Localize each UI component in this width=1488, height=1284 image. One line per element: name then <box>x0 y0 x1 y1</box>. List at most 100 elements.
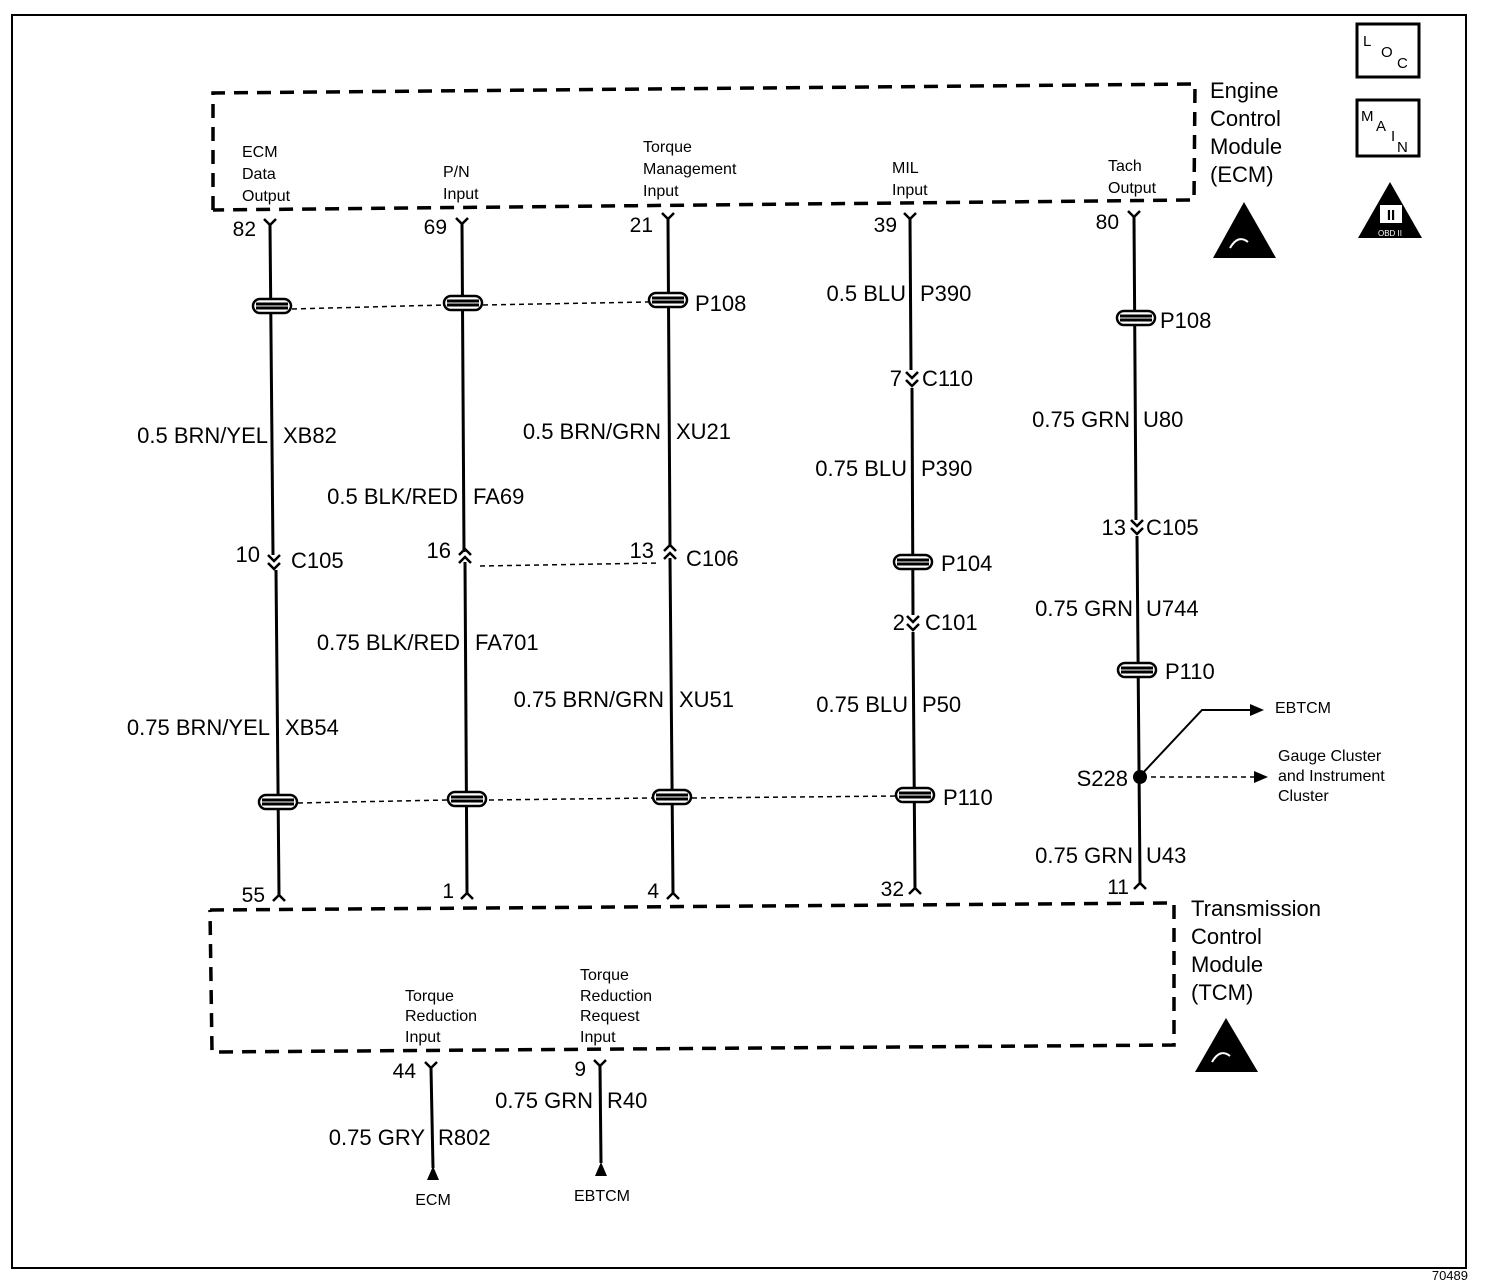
passthrough-labels: P108 P108 P104 P110 P110 <box>695 291 1215 810</box>
svg-text:Output: Output <box>1108 180 1157 197</box>
tcm-title-line: Transmission <box>1191 896 1321 921</box>
esd-warning-icon <box>1195 1018 1258 1072</box>
svg-text:Input: Input <box>580 1029 616 1046</box>
svg-text:Output: Output <box>242 188 291 205</box>
svg-text:P390: P390 <box>920 281 971 306</box>
svg-text:P390: P390 <box>921 456 972 481</box>
svg-text:M: M <box>1361 108 1374 125</box>
svg-text:U80: U80 <box>1143 407 1183 432</box>
svg-text:21: 21 <box>630 214 653 237</box>
terminal-symbol <box>593 1059 607 1068</box>
wire-segment <box>911 631 917 889</box>
svg-text:0.75 BLK/RED: 0.75 BLK/RED <box>317 630 460 655</box>
svg-text:10: 10 <box>236 542 260 567</box>
connector-symbol <box>458 547 472 556</box>
connector-labels: 10 C105 16 13 C106 7 C110 2 C101 13 C105 <box>236 366 1199 635</box>
connector-symbol <box>906 615 920 624</box>
svg-text:MIL: MIL <box>892 160 919 177</box>
ecm-title-line: Control <box>1210 106 1281 131</box>
tcm-title-line: Module <box>1191 952 1263 977</box>
wire-segment <box>268 224 275 556</box>
svg-text:Input: Input <box>892 182 928 199</box>
svg-text:9: 9 <box>574 1058 586 1081</box>
connector-symbol <box>663 551 677 560</box>
connector-symbol <box>267 554 281 563</box>
svg-text:XB82: XB82 <box>283 423 337 448</box>
p108-label: P108 <box>695 291 746 316</box>
terminal-symbol <box>460 891 474 900</box>
svg-text:C101: C101 <box>925 610 978 635</box>
svg-text:Torque: Torque <box>580 967 629 984</box>
svg-text:P/N: P/N <box>443 164 470 181</box>
svg-text:ECM: ECM <box>242 144 278 161</box>
terminal-symbol <box>455 217 469 226</box>
wire-segment <box>1135 535 1142 884</box>
terminal-symbol <box>661 212 675 221</box>
svg-text:A: A <box>1376 118 1386 135</box>
p110-label: P110 <box>1165 659 1215 684</box>
svg-text:Reduction: Reduction <box>405 1008 477 1025</box>
passthrough-grommet <box>1116 661 1158 679</box>
svg-text:C105: C105 <box>291 548 344 573</box>
svg-text:Input: Input <box>643 183 679 200</box>
connector-symbol <box>905 371 919 380</box>
passthrough-grommet <box>251 297 293 315</box>
shield-lines <box>291 301 899 804</box>
tcm-terminal-labels: Torque Reduction Input Torque Reduction … <box>329 967 652 1209</box>
svg-text:0.5 BLK/RED: 0.5 BLK/RED <box>327 484 458 509</box>
connector-symbol <box>1130 527 1144 536</box>
splice-destination-gauge: Cluster <box>1278 788 1329 805</box>
svg-text:69: 69 <box>424 216 447 239</box>
wire-labels: 0.5 BRN/YEL XB82 0.75 BRN/YEL XB54 0.5 B… <box>127 281 1199 868</box>
svg-text:C110: C110 <box>922 366 973 391</box>
connector-symbol <box>906 623 920 632</box>
svg-text:Torque: Torque <box>643 139 692 156</box>
obd-ii-icon: II OBD II <box>1358 182 1422 238</box>
svg-text:44: 44 <box>393 1060 417 1083</box>
svg-text:0.5 BLU: 0.5 BLU <box>827 281 907 306</box>
svg-text:7: 7 <box>890 366 902 391</box>
svg-text:XU21: XU21 <box>676 419 731 444</box>
svg-text:Input: Input <box>405 1029 441 1046</box>
svg-text:II: II <box>1387 207 1395 224</box>
svg-text:U744: U744 <box>1146 596 1199 621</box>
terminal-symbol <box>424 1061 438 1070</box>
svg-text:Reduction: Reduction <box>580 988 652 1005</box>
ecm-module: Engine Control Module (ECM) <box>211 78 1282 258</box>
svg-text:R802: R802 <box>438 1125 491 1150</box>
connector-symbol <box>267 562 281 571</box>
svg-text:Data: Data <box>242 166 276 183</box>
svg-text:13: 13 <box>1102 515 1126 540</box>
connector-symbol <box>458 555 472 564</box>
svg-text:R40: R40 <box>607 1088 647 1113</box>
p110-label: P110 <box>943 785 993 810</box>
main-icon[interactable]: M A I N <box>1355 98 1421 158</box>
ecm-title-line: Engine <box>1210 78 1279 103</box>
svg-text:0.5 BRN/YEL: 0.5 BRN/YEL <box>137 423 268 448</box>
svg-text:N: N <box>1397 139 1408 156</box>
terminal-symbol <box>1133 881 1147 890</box>
connector-symbol <box>1130 519 1144 528</box>
wire-segment <box>908 218 913 371</box>
wire-segment <box>910 387 915 616</box>
svg-text:32: 32 <box>881 878 904 901</box>
wire-segment <box>668 557 675 894</box>
ecm-title-line: Module <box>1210 134 1282 159</box>
passthrough-grommet <box>1115 309 1157 327</box>
frame-id: 70489 <box>1432 1268 1468 1283</box>
passthrough-grommet <box>442 294 484 312</box>
svg-text:0.75 GRY: 0.75 GRY <box>329 1125 426 1150</box>
svg-text:I: I <box>1391 128 1395 145</box>
svg-text:0.75 GRN: 0.75 GRN <box>1035 596 1133 621</box>
splice-destination-gauge: and Instrument <box>1278 768 1385 785</box>
passthrough-grommet <box>894 786 936 804</box>
svg-text:Tach: Tach <box>1108 158 1142 175</box>
svg-text:C105: C105 <box>1146 515 1199 540</box>
passthrough-grommet <box>257 793 299 811</box>
loc-icon[interactable]: L O C <box>1355 22 1421 79</box>
svg-text:1: 1 <box>442 880 454 903</box>
terminal-symbol <box>1127 210 1141 219</box>
svg-text:2: 2 <box>893 610 905 635</box>
svg-text:0.75 BLU: 0.75 BLU <box>815 456 907 481</box>
